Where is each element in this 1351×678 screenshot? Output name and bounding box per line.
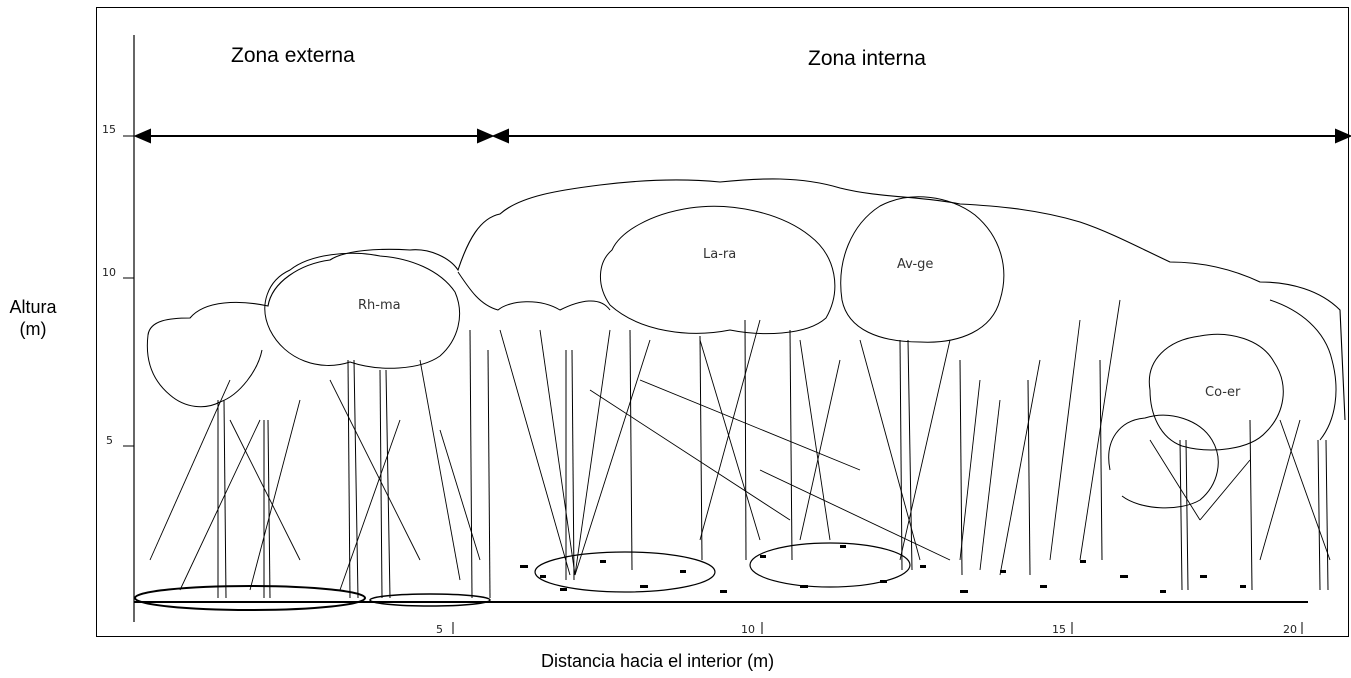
litter-patch-outer-zone-2 bbox=[370, 594, 490, 606]
y-tick-label-5: 5 bbox=[106, 434, 113, 447]
canopy-inner-outline-1 bbox=[458, 272, 610, 310]
species-label-la-ra: La-ra bbox=[703, 247, 736, 262]
canopy-right-edge bbox=[1270, 300, 1336, 440]
species-label-co-er: Co-er bbox=[1205, 385, 1240, 400]
y-tick-label-15: 15 bbox=[102, 123, 116, 136]
external-zone-arrow bbox=[136, 130, 492, 142]
understory-crown-left bbox=[147, 335, 262, 407]
diagonal-stems bbox=[150, 300, 1330, 590]
internal-zone-arrow bbox=[494, 130, 1350, 142]
x-tick-label-10: 10 bbox=[741, 623, 755, 636]
y-tick-label-10: 10 bbox=[102, 266, 116, 279]
litter-patch-inner-zone-1 bbox=[535, 552, 715, 592]
species-label-av-ge: Av-ge bbox=[897, 257, 933, 272]
crown-la-ra bbox=[600, 206, 834, 333]
zone-external-label: Zona externa bbox=[231, 44, 355, 68]
x-tick-label-5: 5 bbox=[436, 623, 443, 636]
x-tick-label-20: 20 bbox=[1283, 623, 1297, 636]
y-axis-title-line1: Altura bbox=[0, 296, 66, 318]
x-tick-label-15: 15 bbox=[1052, 623, 1066, 636]
species-label-rh-ma: Rh-ma bbox=[358, 298, 401, 313]
canopy-outline bbox=[148, 179, 1345, 420]
zone-internal-label: Zona interna bbox=[808, 47, 926, 71]
y-axis-title: Altura (m) bbox=[0, 296, 66, 340]
x-axis-title: Distancia hacia el interior (m) bbox=[541, 650, 774, 672]
y-axis-title-line2: (m) bbox=[0, 318, 66, 340]
